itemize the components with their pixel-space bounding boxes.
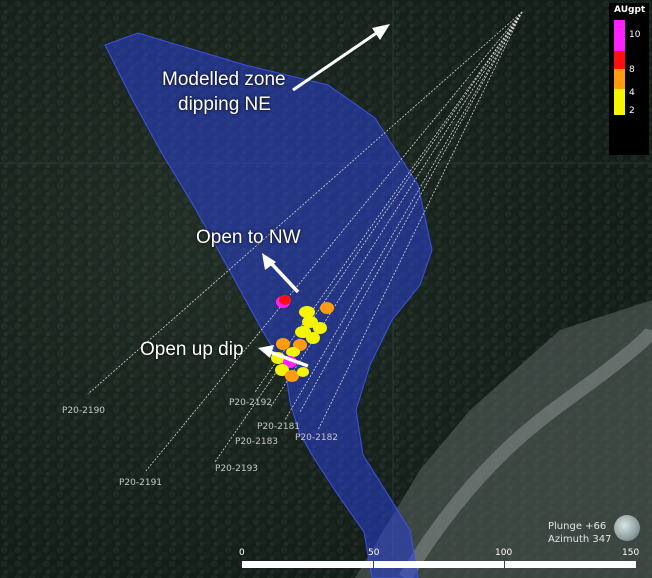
scale-divider [504, 561, 505, 568]
legend-tick-8: 8 [629, 65, 635, 75]
clearing-area [355, 300, 652, 578]
drill-traces [87, 11, 523, 473]
plunge-readout: Plunge +66 [548, 521, 607, 532]
azimuth-readout: Azimuth 347 [548, 534, 612, 545]
grade-legend: AUgpt 10 8 4 2 [609, 3, 649, 155]
legend-swatch-10 [614, 20, 625, 51]
assay-intervals [271, 295, 334, 382]
scale-tick-0: 0 [239, 548, 245, 558]
zone-label-line2: dipping NE [178, 94, 271, 115]
open-nw-label: Open to NW [196, 227, 301, 248]
compass-globe-icon[interactable] [614, 515, 640, 541]
modelled-zone [104, 32, 433, 578]
scale-tick-100: 100 [495, 548, 513, 558]
scale-bar [242, 561, 636, 568]
drillhole-label-p20-2181[interactable]: P20-2181 [257, 422, 301, 432]
arrow-open-nw [262, 253, 300, 294]
drillhole-label-p20-2191[interactable]: P20-2191 [119, 478, 163, 488]
road [399, 326, 652, 578]
scale-tick-50: 50 [368, 548, 380, 558]
legend-swatch-2 [614, 89, 625, 115]
scale-tick-150: 150 [622, 548, 640, 558]
legend-tick-10: 10 [629, 30, 641, 40]
legend-title: AUgpt [614, 5, 646, 15]
drillhole-label-p20-2192[interactable]: P20-2192 [229, 398, 273, 408]
drillhole-label-p20-2190[interactable]: P20-2190 [62, 406, 106, 416]
legend-swatch-8 [614, 51, 625, 69]
arrow-open-up-dip [258, 345, 309, 368]
legend-tick-4: 4 [629, 88, 635, 98]
arrow-dip-ne [292, 24, 390, 92]
zone-label-line1: Modelled zone [162, 69, 286, 90]
view-orientation: Plunge +66 Azimuth 347 [548, 520, 611, 546]
drillhole-label-p20-2183[interactable]: P20-2183 [235, 437, 279, 447]
scale-divider [373, 561, 374, 568]
open-up-dip-label: Open up dip [140, 339, 244, 360]
drillhole-label-p20-2182[interactable]: P20-2182 [295, 433, 339, 443]
legend-tick-2: 2 [629, 106, 635, 116]
drillhole-label-p20-2193[interactable]: P20-2193 [215, 464, 259, 474]
legend-swatch-4 [614, 69, 625, 89]
